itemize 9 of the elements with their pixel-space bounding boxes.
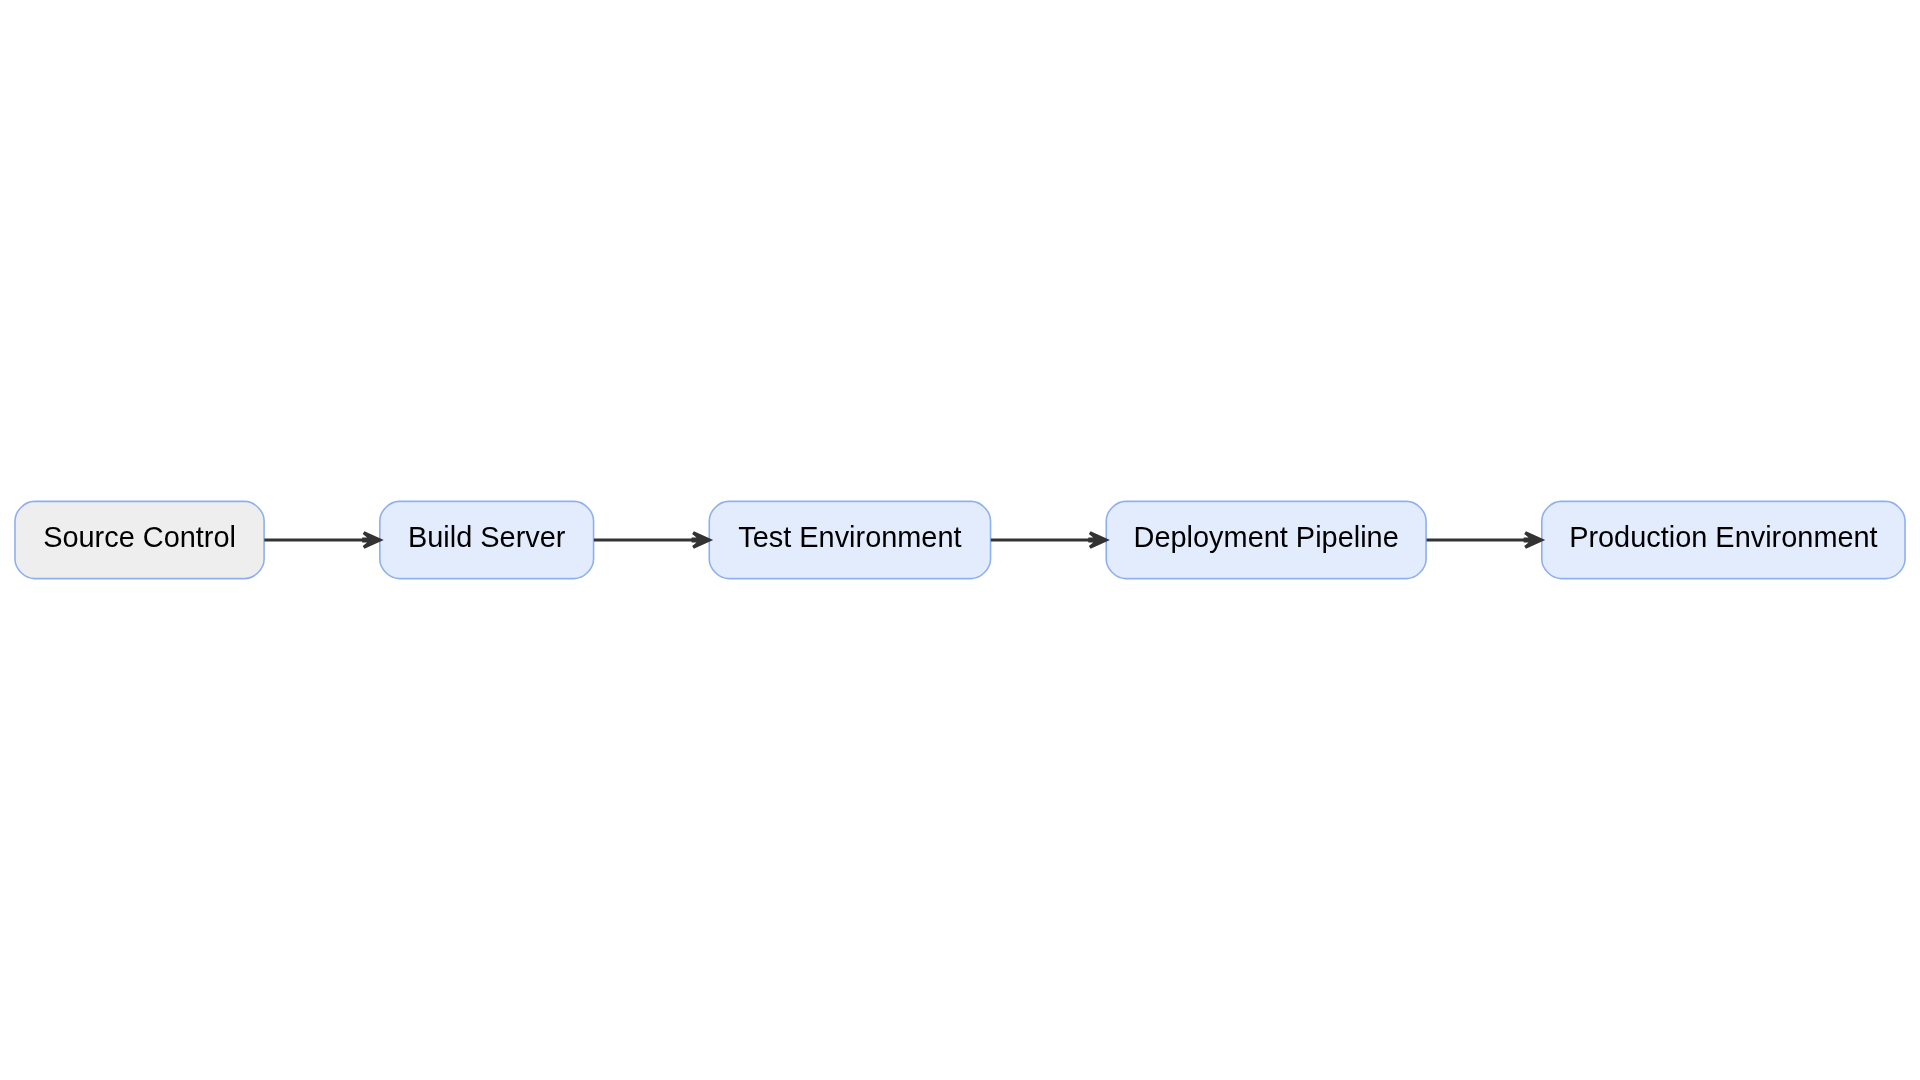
node-box: Deployment Pipeline	[1105, 500, 1427, 580]
node-box: Production Environment	[1541, 500, 1906, 580]
node-box: Test Environment	[708, 500, 992, 580]
arrow	[990, 531, 1108, 549]
arrow	[264, 531, 382, 549]
arrow	[1426, 531, 1543, 549]
node-box: Source Control	[14, 500, 265, 580]
node-box: Build Server	[379, 500, 595, 580]
arrow	[593, 531, 711, 549]
